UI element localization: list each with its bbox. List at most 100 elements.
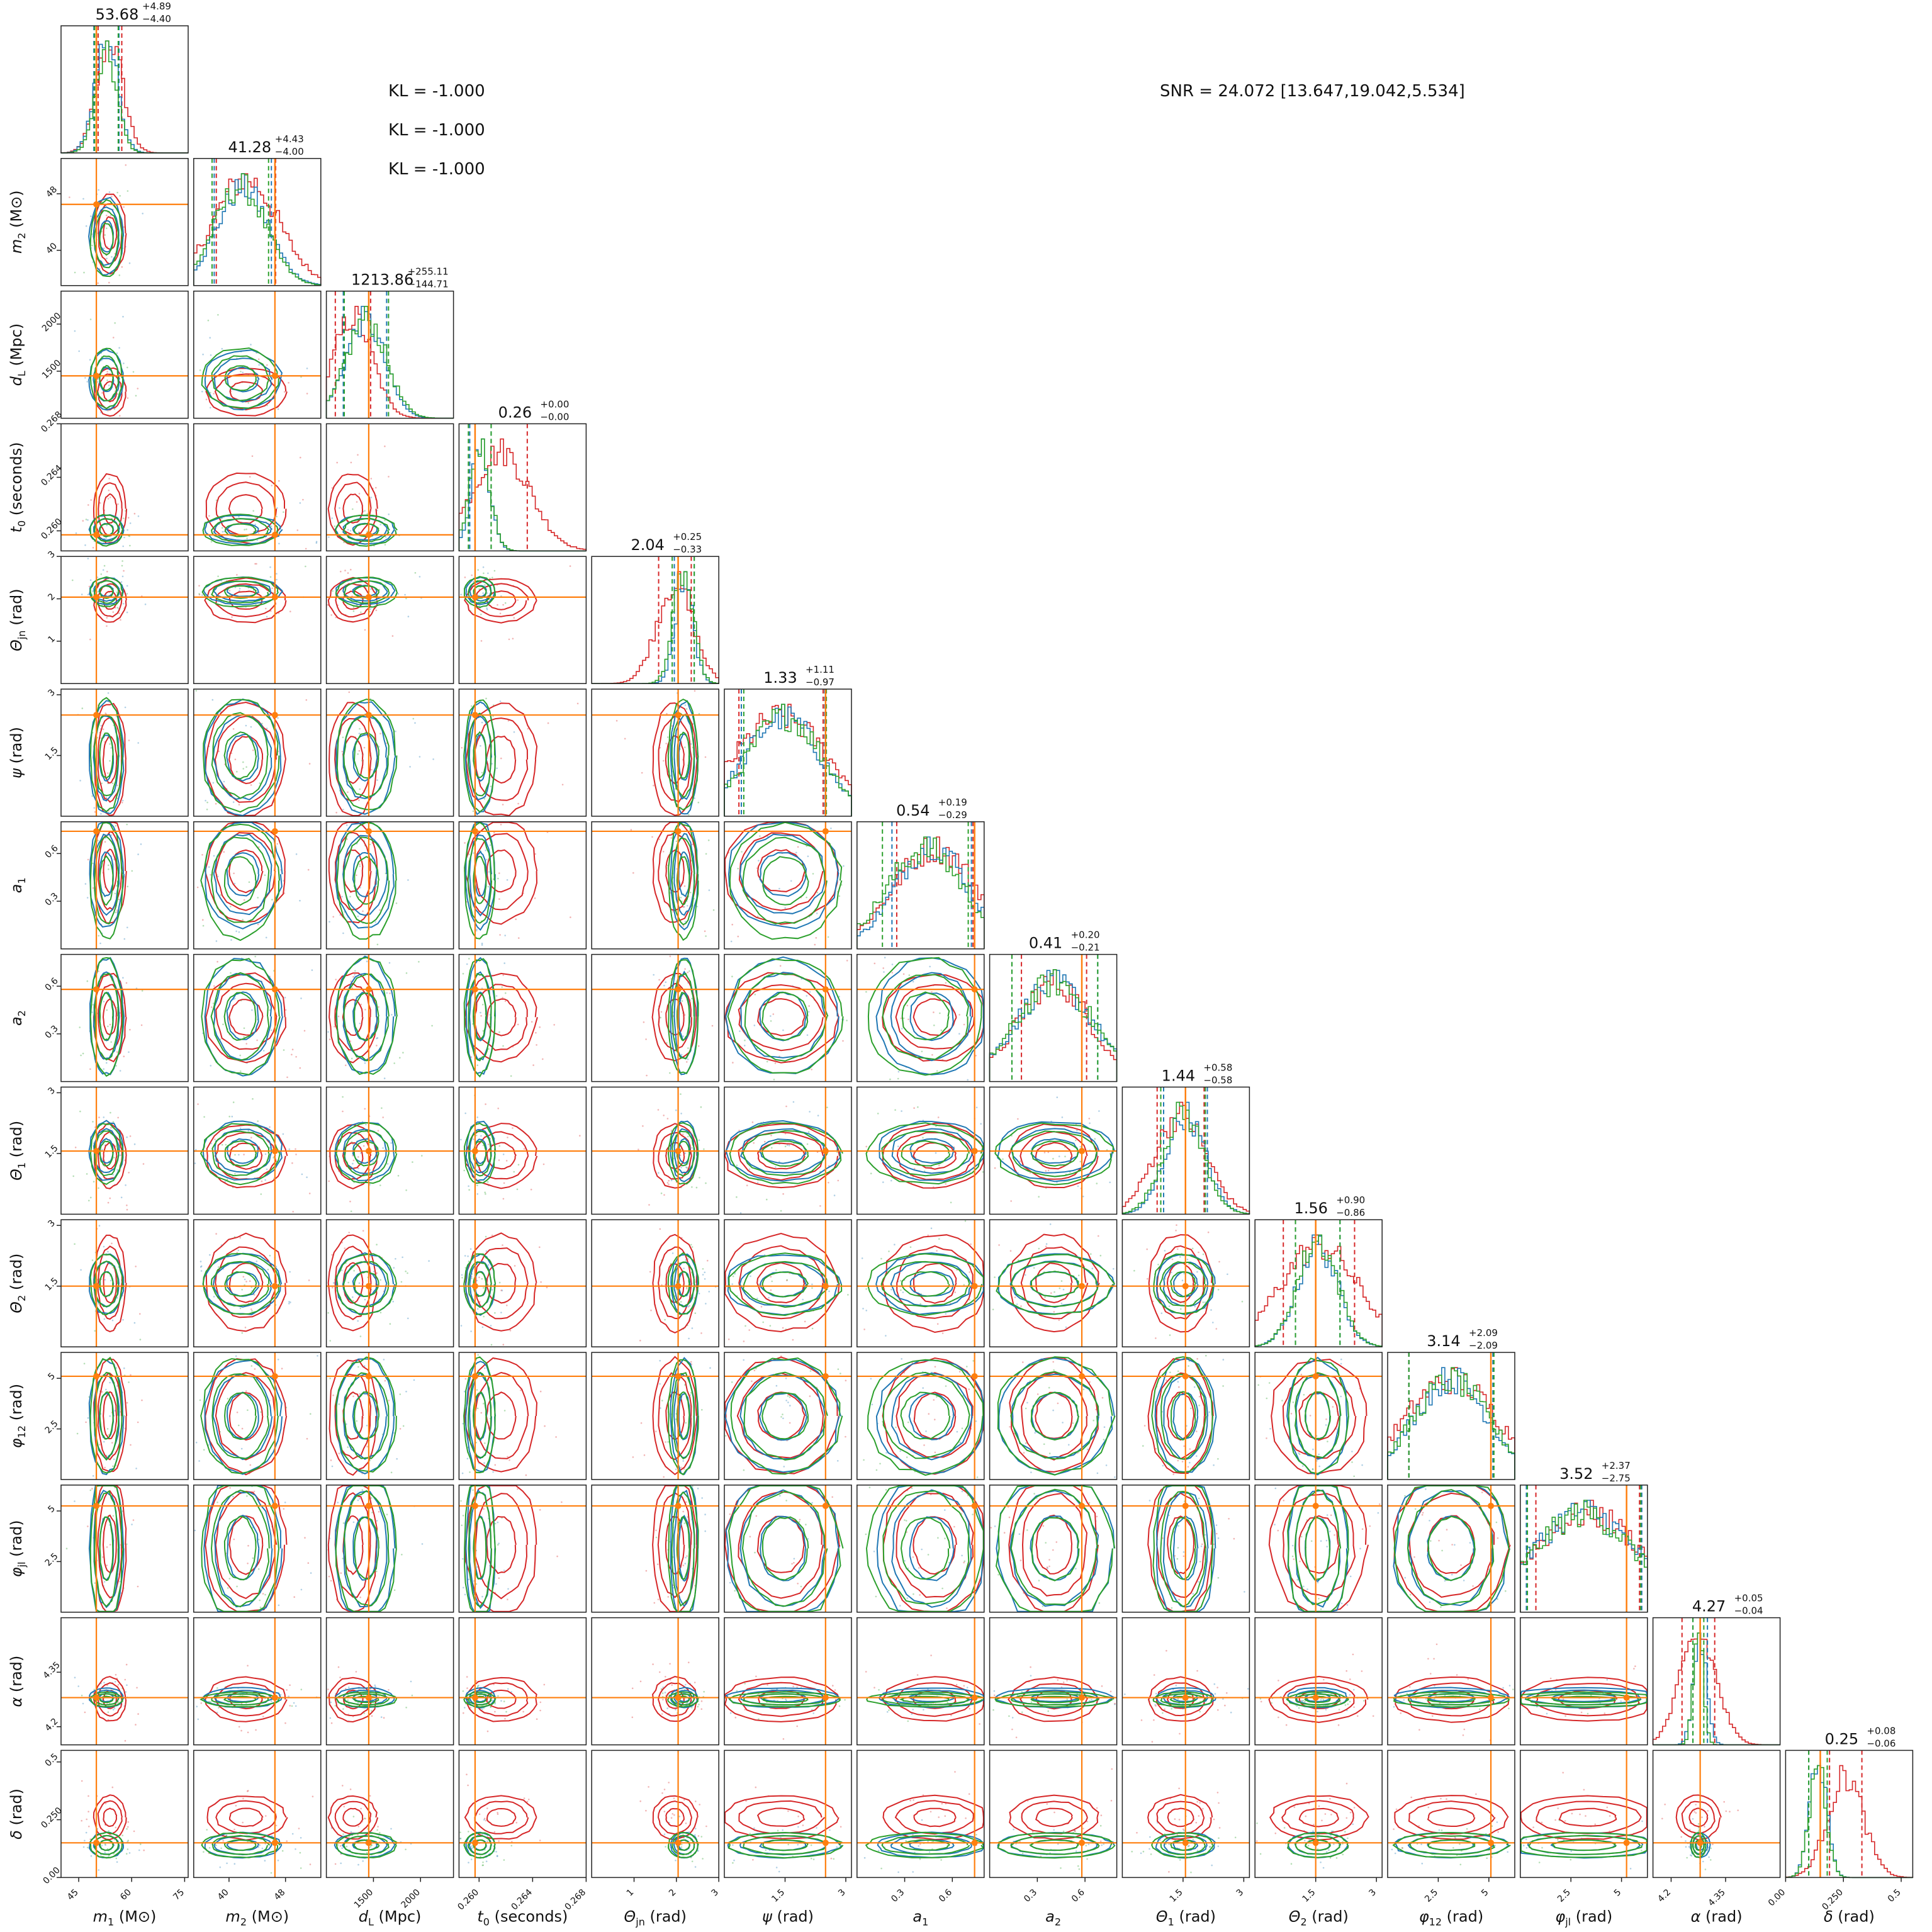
contour-8-0-2-2 [89, 1123, 123, 1185]
sample-point [1183, 1302, 1185, 1304]
sample-point [103, 1001, 105, 1003]
sample-point [288, 381, 289, 384]
sample-point [361, 1489, 364, 1491]
sample-point [201, 854, 203, 856]
contour-4-1-2-1 [211, 580, 271, 604]
sample-point [388, 962, 391, 964]
sample-point [729, 1712, 732, 1714]
sample-point [786, 1144, 789, 1146]
sample-point [329, 1717, 332, 1719]
sample-point [333, 1282, 335, 1284]
sample-point [379, 1311, 382, 1313]
sample-point [785, 1378, 787, 1379]
panel-8-5 [724, 1086, 852, 1215]
sample-point [116, 352, 118, 354]
sample-point [491, 1289, 493, 1291]
sample-point [933, 1025, 935, 1026]
sample-point [487, 1143, 490, 1145]
sample-point [116, 1297, 118, 1299]
ytick-label-7-1: 0.6 [43, 976, 60, 993]
sample-point [772, 1013, 775, 1015]
contour-11-2-1-0 [352, 1516, 378, 1581]
contour-9-1-0-2 [205, 1232, 288, 1332]
sample-point [432, 758, 434, 760]
sample-point [109, 760, 111, 762]
sample-point [135, 1724, 137, 1726]
sample-point [230, 939, 232, 941]
contour-6-2-0-1 [334, 832, 372, 911]
sample-point [81, 707, 84, 709]
sample-point [91, 244, 93, 247]
sample-point [393, 1589, 396, 1592]
histogram-3: 0.26+0.00−0.00 [458, 398, 587, 552]
contour-5-3-0-1 [474, 717, 529, 801]
sample-point [98, 1187, 99, 1189]
sample-point [339, 507, 340, 509]
sample-point [122, 1318, 124, 1321]
sample-point [502, 804, 504, 806]
sample-point [306, 393, 308, 395]
sample-point [269, 1254, 271, 1257]
sample-point [1043, 1443, 1045, 1446]
sample-point [712, 909, 715, 911]
panel-10-3 [458, 1352, 587, 1480]
sample-point [421, 1155, 423, 1157]
sample-point [775, 1384, 778, 1387]
panel-frame-9-1 [193, 1219, 322, 1347]
sample-point [691, 1327, 694, 1329]
sample-point [129, 1028, 131, 1031]
sample-point [358, 733, 361, 734]
sample-point [1215, 1524, 1218, 1526]
sample-point [125, 982, 128, 984]
sample-point [1372, 1715, 1374, 1717]
sample-point [569, 565, 571, 567]
contour-9-8-2-0 [1170, 1271, 1196, 1298]
sample-point [1075, 1139, 1077, 1142]
contour-8-5-2-0 [761, 1140, 809, 1167]
sample-point [657, 1109, 660, 1111]
sample-point [746, 1184, 748, 1186]
sample-point [388, 1400, 390, 1401]
sample-point [93, 1181, 95, 1182]
sample-point [359, 865, 361, 867]
contour-9-6-0-0 [913, 1262, 957, 1304]
sample-point [1340, 1395, 1342, 1398]
truth-marker-5-1 [271, 712, 278, 719]
sample-point [865, 1288, 867, 1290]
sample-point [470, 1330, 472, 1332]
sample-point [1025, 1407, 1027, 1410]
contour-8-2-2-1 [343, 1130, 390, 1177]
sample-point [334, 525, 336, 527]
contour-11-10-0-0 [1427, 1515, 1475, 1575]
sample-point [945, 1183, 947, 1185]
sample-point [508, 638, 510, 641]
sample-point [74, 330, 76, 332]
panel-11-9 [1254, 1485, 1383, 1613]
sample-point [684, 746, 686, 748]
sample-point [260, 1411, 262, 1413]
sample-point [906, 1456, 908, 1458]
sample-point [338, 1403, 340, 1405]
sample-point [315, 541, 318, 543]
sample-point [882, 1181, 884, 1183]
sample-point [221, 517, 223, 520]
panel-frame-7-1 [193, 953, 322, 1082]
sample-point [98, 1116, 100, 1118]
sample-point [1187, 1466, 1189, 1468]
sample-point [242, 1276, 245, 1278]
sample-point [513, 1171, 515, 1173]
truth-marker-11-4 [675, 1502, 682, 1509]
contour-4-2-2-1 [343, 580, 390, 604]
sample-point [1198, 1251, 1199, 1254]
sample-point [758, 860, 760, 862]
contour-6-3-2-0 [473, 855, 487, 904]
sample-point [928, 1413, 930, 1415]
sample-point [200, 1702, 203, 1704]
sample-point [656, 1563, 659, 1565]
sample-point [213, 1296, 215, 1298]
sample-point [645, 1038, 647, 1040]
sample-point [700, 1700, 703, 1702]
sample-point [203, 1449, 205, 1451]
sample-point [975, 1420, 977, 1422]
sample-point [1091, 1699, 1092, 1701]
